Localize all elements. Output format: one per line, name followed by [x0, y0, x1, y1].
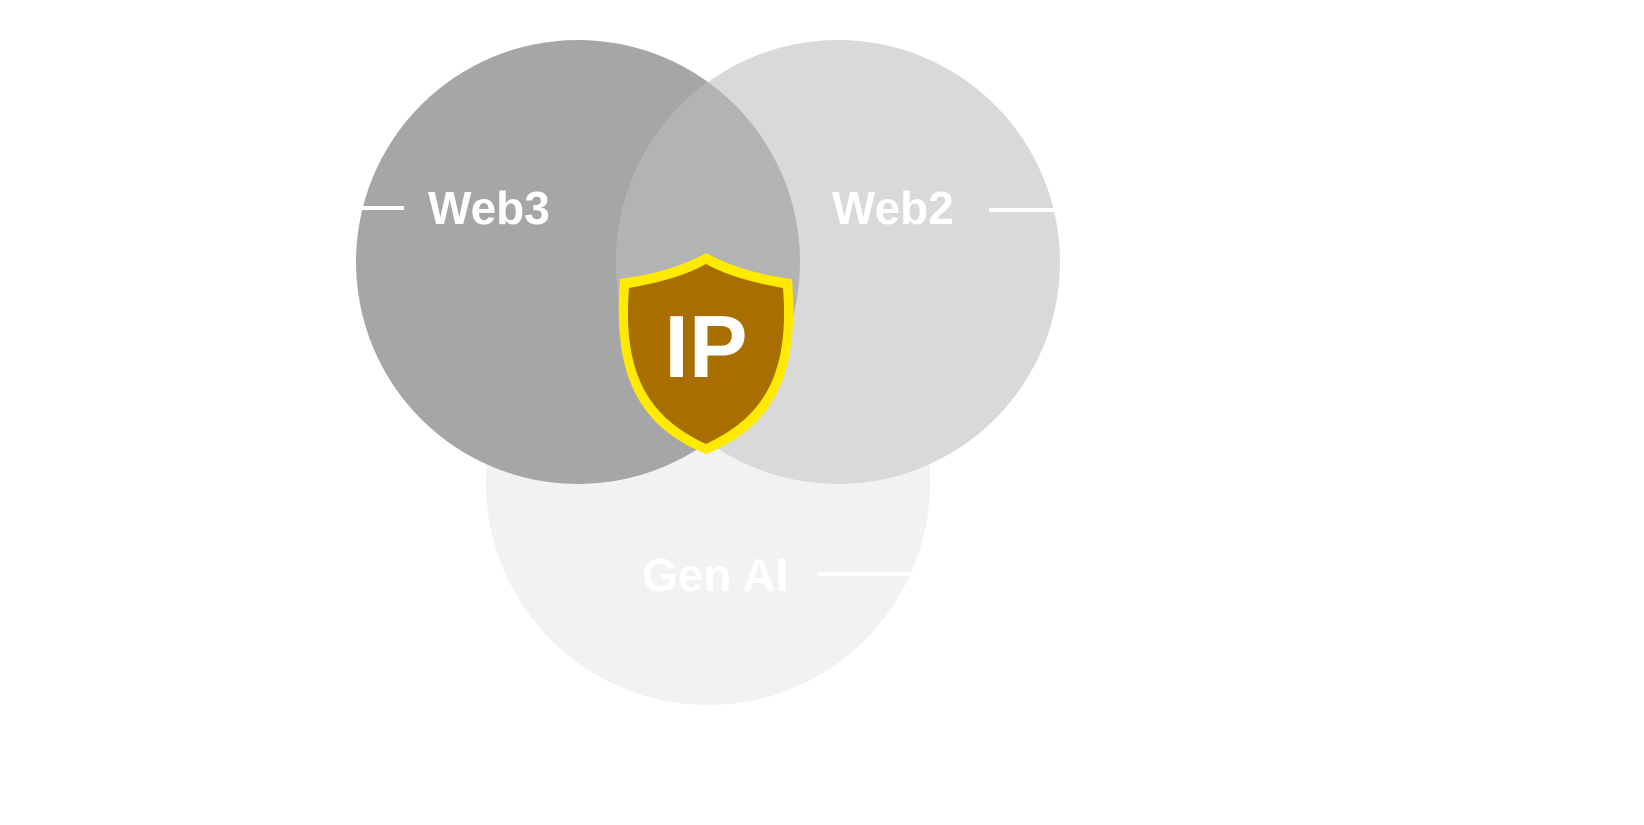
label-gen-ai: Gen AI: [642, 549, 789, 601]
label-web3: Web3: [428, 182, 550, 234]
label-web2: Web2: [832, 182, 954, 234]
shield-label-ip: IP: [664, 297, 747, 396]
shield-icon: IP: [618, 253, 794, 454]
